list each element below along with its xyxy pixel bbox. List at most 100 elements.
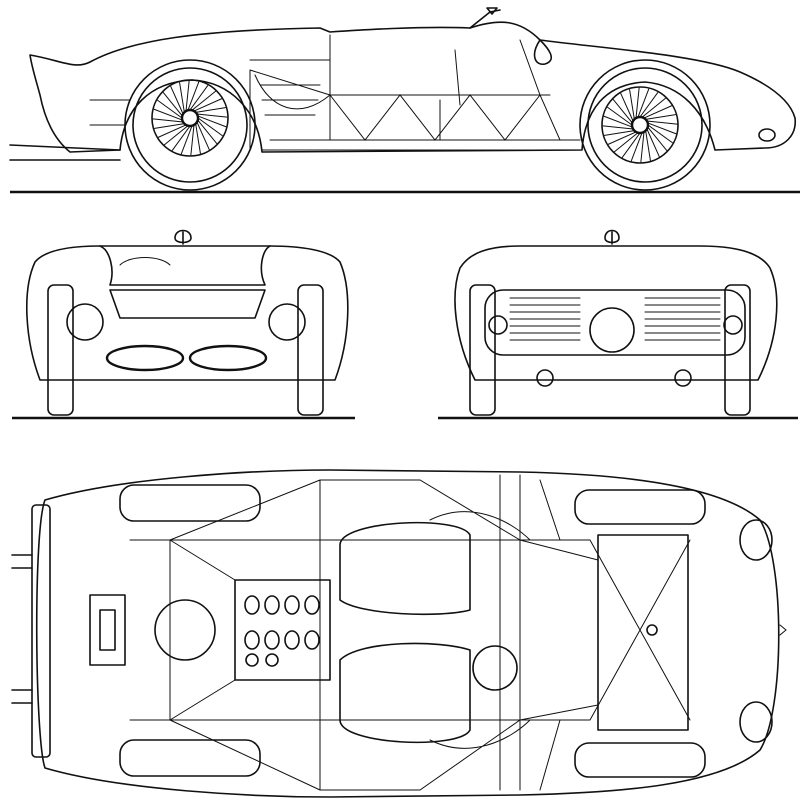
wheel-spoke (193, 98, 223, 112)
cylinder (284, 595, 300, 615)
rear-panel (484, 289, 746, 356)
wheel-spoke (180, 125, 193, 155)
front-view (12, 229, 355, 420)
rear-louvres (509, 297, 721, 341)
wheel-spoke (190, 124, 195, 156)
side-view (9, 7, 800, 194)
wheel-spoke (612, 98, 633, 124)
front-grille (109, 289, 266, 319)
rear-left-lamp (488, 315, 508, 335)
wheel-spoke (630, 132, 643, 162)
wheel-spoke (603, 130, 635, 136)
top-front-right-tire (574, 742, 706, 778)
front-right-tire (297, 284, 324, 416)
front-right-headlamp (268, 303, 306, 341)
wheel-spoke (629, 88, 635, 120)
top-rear-bumper (31, 504, 51, 758)
rear-tire-inner (132, 67, 248, 183)
wheel-spoke (171, 125, 191, 151)
wheel-spoke (187, 81, 200, 111)
rear-mirror (604, 229, 620, 245)
wheel-spoke (196, 113, 228, 118)
top-body-outline (35, 469, 780, 798)
rear-wire-wheel (151, 79, 229, 157)
wheel-spoke (157, 124, 187, 138)
rear-right-lamp (723, 315, 743, 335)
cylinder (265, 653, 279, 667)
front-right-intake (188, 344, 268, 372)
rear-view (438, 229, 798, 420)
front-mirror (174, 229, 192, 245)
side-body-outline (29, 21, 796, 153)
top-tube-frame (129, 474, 691, 791)
cylinder (244, 630, 260, 650)
top-steering-wheel (472, 645, 518, 691)
cylinder (244, 595, 260, 615)
rear-left-tire (469, 284, 496, 416)
front-left-intake (105, 344, 185, 372)
wheel-spoke (157, 99, 183, 119)
wheel-spoke (162, 91, 183, 117)
front-cowl (99, 245, 271, 286)
side-headlamp (758, 128, 776, 142)
top-right-seat (339, 642, 471, 744)
cylinder (284, 630, 300, 650)
wheel-spoke (621, 132, 641, 158)
front-tire-inner (587, 67, 703, 183)
wheel-spoke (646, 120, 678, 125)
wheel-spoke (153, 108, 183, 121)
top-engine-block (234, 579, 331, 681)
wheel-spoke (197, 117, 223, 137)
wheel-spoke (647, 126, 668, 152)
cylinder (304, 595, 320, 615)
wheel-spoke (197, 115, 227, 128)
wheel-spoke (607, 131, 637, 145)
wheel-spoke (607, 106, 633, 126)
wheel-spoke (185, 80, 190, 112)
rear-right-tire (724, 284, 751, 416)
top-right-headlamp (739, 701, 773, 743)
top-rear-left-tire (119, 484, 261, 522)
cylinder (264, 630, 280, 650)
cylinder (245, 653, 259, 667)
wheel-spoke (637, 88, 650, 118)
wheel-spoke (643, 105, 673, 119)
wheel-spoke (647, 124, 673, 144)
rear-right-exhaust (674, 369, 692, 387)
wheel-spoke (163, 125, 189, 146)
top-front-left-tire (574, 489, 706, 525)
wheel-spoke (641, 97, 667, 118)
top-view (11, 469, 787, 798)
side-mirror (486, 7, 498, 15)
top-rear-right-tire (119, 739, 261, 777)
wheel-spoke (613, 132, 639, 153)
side-tail-lines (9, 144, 121, 161)
front-tire (579, 59, 711, 191)
top-exhaust-pipes (11, 554, 33, 704)
wheel-spoke (197, 119, 218, 145)
wheel-spoke (195, 123, 201, 155)
top-rear-transaxle (89, 594, 126, 666)
wheel-spoke (645, 130, 651, 162)
wheel-spoke (647, 122, 677, 135)
wheel-spoke (603, 115, 633, 128)
top-engine-cylinders (244, 595, 320, 667)
wheel-spoke (639, 92, 659, 118)
top-front-subframe (597, 534, 689, 731)
wheel-spoke (189, 85, 209, 111)
top-left-seat (339, 521, 471, 616)
wheel-spoke (153, 123, 185, 129)
wheel-spoke (635, 87, 640, 119)
top-nose-badge (779, 624, 787, 636)
wheel-spoke (602, 125, 634, 130)
rear-left-exhaust (536, 369, 554, 387)
side-tube-frame (89, 34, 583, 151)
wheel-spoke (196, 121, 210, 151)
wheel-spoke (191, 90, 217, 111)
wheel-spoke (179, 81, 185, 113)
cylinder (264, 595, 280, 615)
front-left-headlamp (66, 303, 104, 341)
front-wire-wheel (601, 86, 679, 164)
front-steering-wheel (119, 257, 171, 266)
